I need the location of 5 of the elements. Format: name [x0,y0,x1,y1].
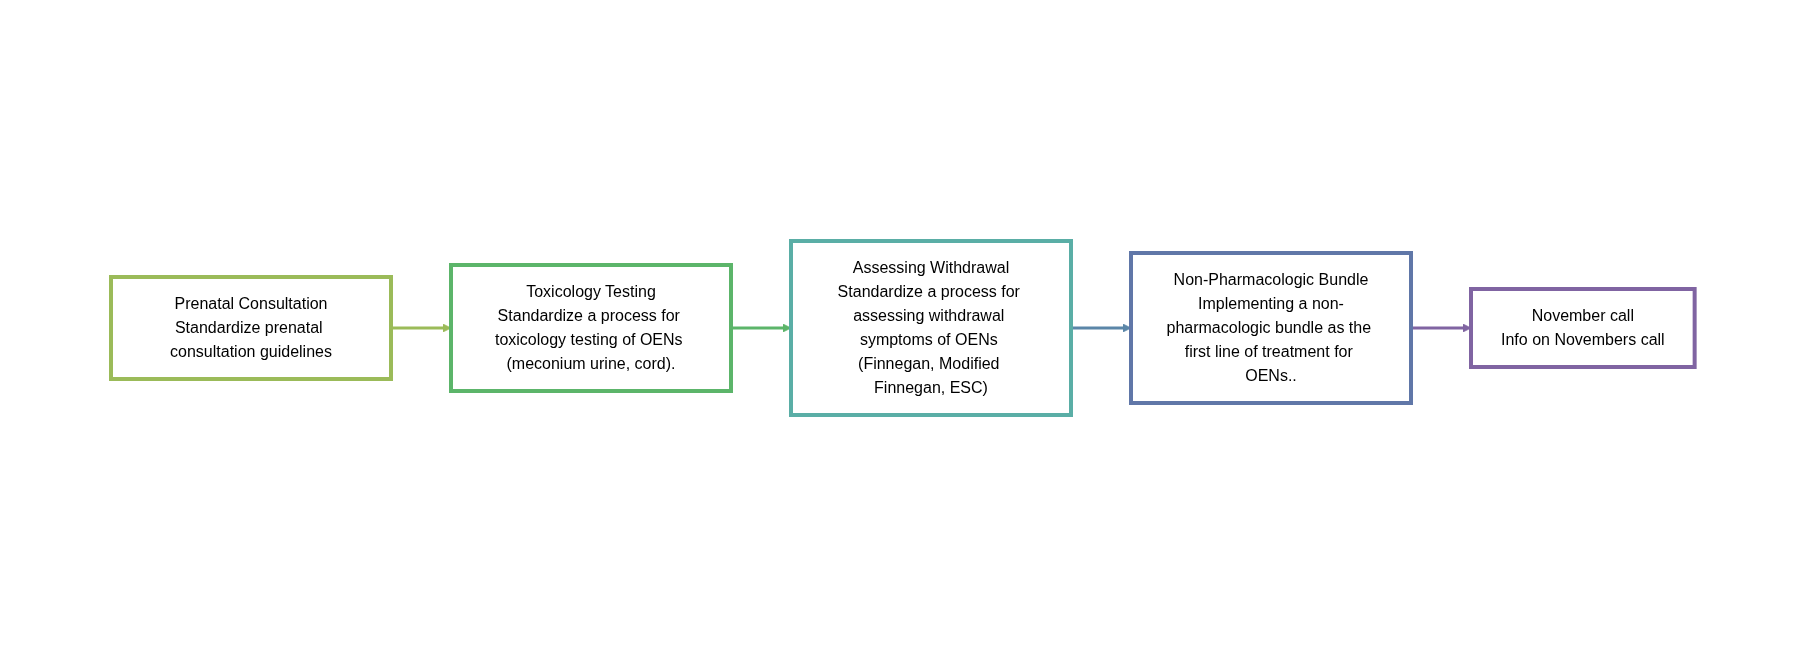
node-box: Non-Pharmacologic Bundle Implementing a non-pharmacologic bundle as the first line of treatment for OENs.. [1129,251,1414,405]
node-box: November call Info on Novembers call [1469,287,1697,369]
node-box: Prenatal Consultation Standardize prenatal consultation guidelines [109,275,394,381]
node-box: Toxicology Testing Standardize a process for toxicology testing of OENs (meconium urine, cord). [449,263,734,393]
node-box: Assessing Withdrawal Standardize a process for assessing withdrawal symptoms of OENs (Finnegan, Modified Finnegan, ESC) [789,239,1074,417]
